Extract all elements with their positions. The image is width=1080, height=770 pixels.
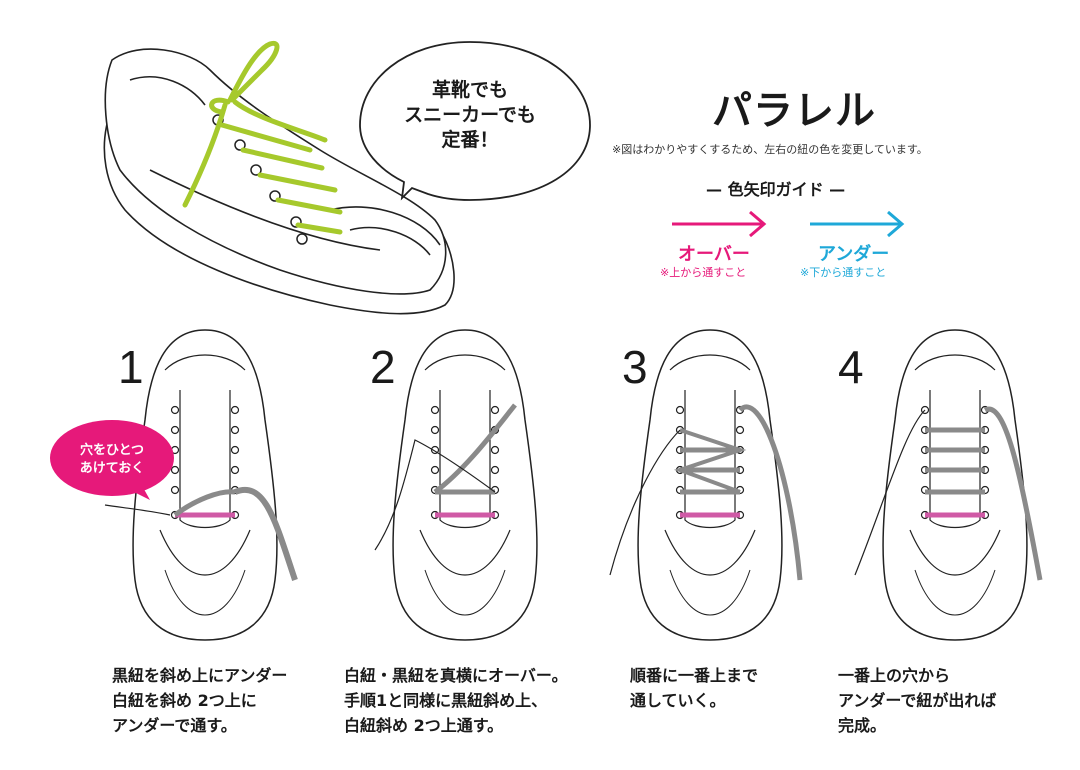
step-2-text: 白紐・黒紐を真横にオーバー。 手順1と同様に黒紐斜め上、 白紐斜め 2つ上通す。	[344, 666, 568, 735]
step-4-shoe	[854, 329, 1043, 641]
speech-bubble	[359, 41, 591, 201]
step-4-number: 4	[838, 341, 864, 393]
under-sub: ※下から通すこと	[800, 266, 887, 279]
over-label: オーバー	[678, 244, 750, 265]
callout-text: 穴をひとつ あけておく	[79, 443, 145, 476]
step-2-shoe	[374, 329, 538, 641]
under-label: アンダー	[818, 244, 890, 265]
bubble-text: 革靴でも スニーカーでも 定番！	[404, 79, 536, 151]
step-2-number: 2	[370, 341, 396, 393]
step-1-number: 1	[118, 341, 144, 393]
page-title: パラレル	[712, 88, 876, 134]
step-1-shoe	[104, 329, 298, 641]
step-1-text: 黒紐を斜め上にアンダー 白紐を斜め 2つ上に アンダーで通す。	[112, 666, 288, 735]
color-note: ※図はわかりやすくするため、左右の紐の色を変更しています。	[612, 143, 928, 156]
step-3-number: 3	[622, 341, 648, 393]
callout-bubble	[50, 420, 174, 500]
over-arrow-icon	[672, 210, 767, 238]
step-3-text: 順番に一番上まで 通していく。	[630, 666, 759, 710]
step-3-shoe	[609, 329, 803, 641]
under-arrow-icon	[810, 210, 905, 238]
over-sub: ※上から通すこと	[660, 266, 747, 279]
step-4-text: 一番上の穴から アンダーで紐が出れば 完成。	[838, 666, 997, 735]
guide-title: — 色矢印ガイド —	[706, 180, 846, 199]
